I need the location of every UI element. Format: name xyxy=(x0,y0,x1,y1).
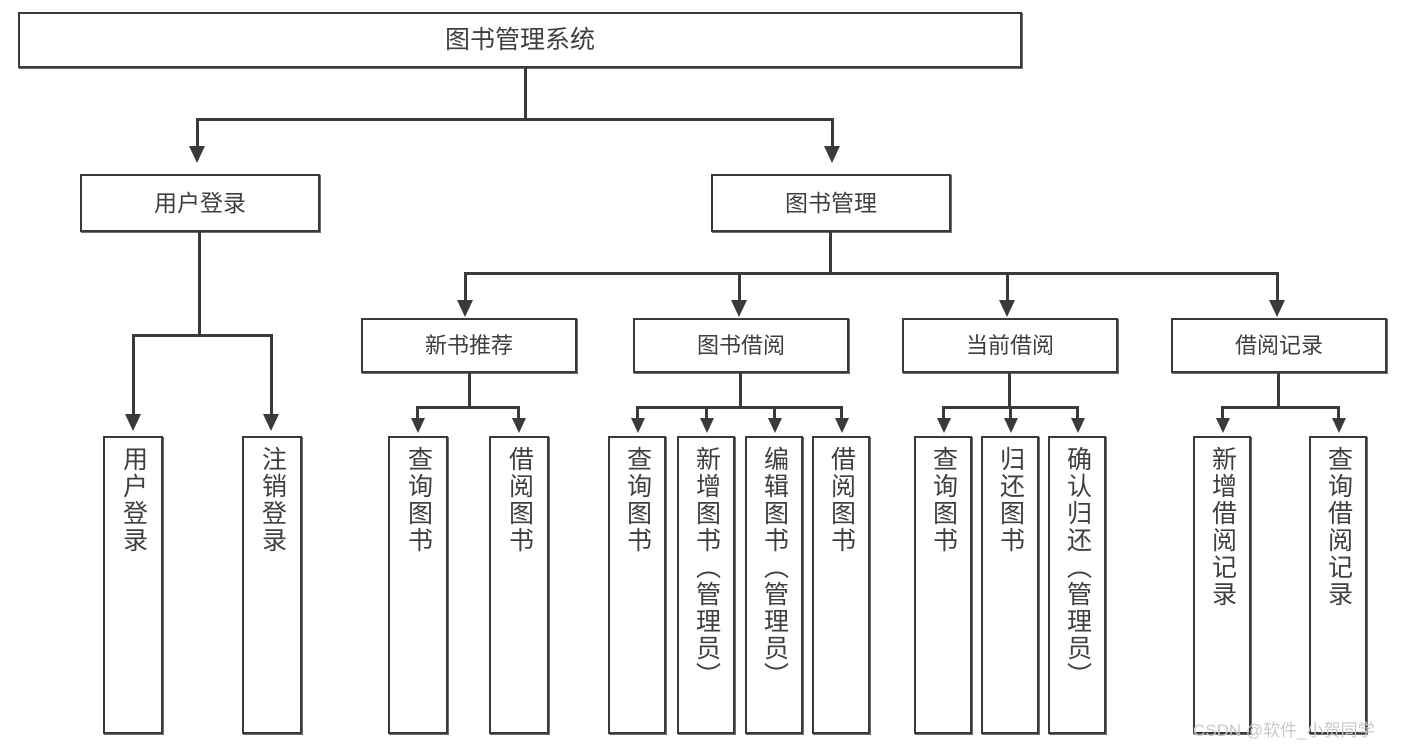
edge-bb-to-leaf-2 xyxy=(705,406,708,419)
arrow-nbr-leaf-1 xyxy=(411,418,425,433)
arrow-to-leaf-user-login xyxy=(125,414,141,431)
edge-book-management-trunk xyxy=(829,232,832,274)
node-book-management[interactable]: 图书管理 xyxy=(711,174,951,232)
node-label: 当前借阅 xyxy=(965,332,1054,358)
leaf-bb-query-book[interactable]: 查询图书 xyxy=(608,436,666,734)
edge-bb-to-leaf-4 xyxy=(840,406,843,419)
node-label: 用户登录 xyxy=(154,189,246,216)
node-label: 查询图书 xyxy=(623,446,652,554)
arrow-bb-leaf-4 xyxy=(835,418,849,433)
node-label: 用户登录 xyxy=(119,446,148,554)
arrow-to-book-management xyxy=(824,146,840,163)
arrow-br-leaf-1 xyxy=(1216,418,1230,433)
edge-cb-trunk xyxy=(1008,373,1011,408)
node-label: 归还图书 xyxy=(996,446,1025,554)
arrow-bb-leaf-1 xyxy=(631,418,645,433)
node-label: 注销登录 xyxy=(258,446,287,554)
edge-bm-to-new-book xyxy=(464,272,467,302)
node-new-book-recommend[interactable]: 新书推荐 xyxy=(361,318,577,373)
node-book-borrow[interactable]: 图书借阅 xyxy=(633,318,849,373)
arrow-to-new-book xyxy=(457,300,473,317)
edge-bm-to-borrow-record xyxy=(1276,272,1279,302)
arrow-to-user-login xyxy=(189,146,205,163)
edge-br-to-leaf-1 xyxy=(1221,406,1224,419)
node-label: 图书管理 xyxy=(785,189,877,216)
edge-cb-to-leaf-1 xyxy=(942,406,945,419)
leaf-cb-query-book[interactable]: 查询图书 xyxy=(914,436,972,734)
node-label: 查询图书 xyxy=(929,446,958,554)
edge-user-login-to-leaf-2 xyxy=(270,334,273,416)
arrow-bb-leaf-3 xyxy=(768,418,782,433)
arrow-to-borrow-record xyxy=(1269,300,1285,317)
edge-user-login-bar xyxy=(132,334,272,337)
leaf-nbr-query-book[interactable]: 查询图书 xyxy=(388,436,448,734)
leaf-br-query-record[interactable]: 查询借阅记录 xyxy=(1309,436,1367,734)
edge-br-bar xyxy=(1221,406,1339,409)
edge-book-management-bar xyxy=(464,272,1279,275)
edge-root-trunk xyxy=(524,68,527,120)
node-label: 借阅图书 xyxy=(505,446,534,554)
edge-nbr-bar xyxy=(416,406,519,409)
edge-cb-to-leaf-3 xyxy=(1076,406,1079,419)
arrow-to-leaf-logout xyxy=(263,414,279,431)
edge-root-bar xyxy=(196,118,834,121)
edge-bb-bar xyxy=(636,406,842,409)
edge-br-trunk xyxy=(1277,373,1280,408)
edge-bb-to-leaf-1 xyxy=(636,406,639,419)
node-label: 新书推荐 xyxy=(424,332,513,358)
leaf-user-login[interactable]: 用户登录 xyxy=(103,436,163,734)
arrow-cb-leaf-2 xyxy=(1004,418,1018,433)
edge-bb-trunk xyxy=(739,373,742,408)
node-label: 图书管理系统 xyxy=(444,25,595,54)
node-label: 新增借阅记录 xyxy=(1208,446,1237,608)
leaf-bb-add-book-admin[interactable]: 新增图书（管理员） xyxy=(677,436,735,734)
edge-nbr-trunk xyxy=(468,373,471,408)
arrow-to-book-borrow xyxy=(731,300,747,317)
leaf-cb-confirm-return-admin[interactable]: 确认归还（管理员） xyxy=(1048,436,1106,734)
edge-user-login-trunk xyxy=(198,232,201,336)
arrow-br-leaf-2 xyxy=(1332,418,1346,433)
arrow-to-current-borrow xyxy=(999,300,1015,317)
node-label: 借阅记录 xyxy=(1234,332,1323,358)
edge-root-to-book-management xyxy=(831,118,834,148)
arrow-nbr-leaf-2 xyxy=(512,418,526,433)
node-label: 编辑图书（管理员） xyxy=(760,446,789,689)
node-root-book-management-system[interactable]: 图书管理系统 xyxy=(18,12,1022,68)
edge-bm-to-current-borrow xyxy=(1006,272,1009,302)
node-current-borrow[interactable]: 当前借阅 xyxy=(902,318,1118,373)
edge-cb-to-leaf-2 xyxy=(1009,406,1012,419)
node-label: 借阅图书 xyxy=(827,446,856,554)
leaf-nbr-borrow-book[interactable]: 借阅图书 xyxy=(489,436,549,734)
leaf-bb-borrow-book[interactable]: 借阅图书 xyxy=(812,436,870,734)
leaf-cb-return-book[interactable]: 归还图书 xyxy=(981,436,1039,734)
edge-root-to-user-login xyxy=(196,118,199,148)
node-label: 确认归还（管理员） xyxy=(1063,446,1092,689)
node-borrow-record[interactable]: 借阅记录 xyxy=(1171,318,1387,373)
edge-bb-to-leaf-3 xyxy=(773,406,776,419)
leaf-bb-edit-book-admin[interactable]: 编辑图书（管理员） xyxy=(745,436,803,734)
node-label: 新增图书（管理员） xyxy=(692,446,721,689)
leaf-br-add-record[interactable]: 新增借阅记录 xyxy=(1193,436,1251,734)
edge-nbr-to-leaf-1 xyxy=(416,406,419,419)
leaf-logout[interactable]: 注销登录 xyxy=(242,436,302,734)
node-label: 查询图书 xyxy=(404,446,433,554)
edge-user-login-to-leaf-1 xyxy=(132,334,135,416)
node-label: 查询借阅记录 xyxy=(1324,446,1353,608)
arrow-cb-leaf-3 xyxy=(1071,418,1085,433)
edge-bm-to-book-borrow xyxy=(738,272,741,302)
edge-br-to-leaf-2 xyxy=(1337,406,1340,419)
arrow-cb-leaf-1 xyxy=(937,418,951,433)
edge-nbr-to-leaf-2 xyxy=(517,406,520,419)
node-user-login[interactable]: 用户登录 xyxy=(80,174,320,232)
node-label: 图书借阅 xyxy=(696,332,785,358)
arrow-bb-leaf-2 xyxy=(700,418,714,433)
